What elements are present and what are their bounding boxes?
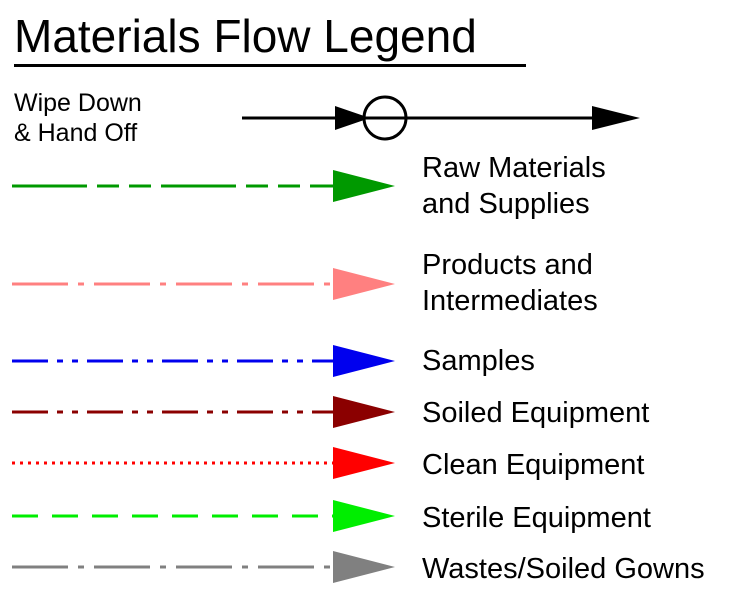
wipe-down-circle [362,95,408,141]
legend-label-line1: Products and [422,249,593,281]
legend-arrow-4 [333,447,395,479]
legend-title: Materials Flow Legend [14,10,477,62]
legend-label-wastes: Wastes/Soiled Gowns [422,553,705,585]
legend-label-line2: and Supplies [422,188,590,220]
legend-arrow-1 [333,268,395,300]
legend-label-samples: Samples [422,345,535,377]
legend-label-raw-materials: Raw Materials and Supplies [422,150,606,222]
legend-arrow-3 [333,396,395,428]
wipe-down-symbol [242,95,640,141]
legend-arrow-5 [333,500,395,532]
legend-label-line2: Intermediates [422,285,598,317]
wipe-down-arrow-2 [592,106,640,130]
wipe-down-arrow-1 [335,106,370,130]
legend-label-sterile-equipment: Sterile Equipment [422,502,651,534]
legend-label-products: Products and Intermediates [422,247,598,319]
legend-arrow-0 [333,170,395,202]
legend-arrow-6 [333,551,395,583]
wipe-down-label: Wipe Down & Hand Off [14,88,214,148]
wipe-down-label-line1: Wipe Down [14,89,142,117]
legend-label-line1: Raw Materials [422,152,606,184]
title-underline [14,64,526,67]
wipe-down-label-line2: & Hand Off [14,119,138,147]
legend-label-soiled-equipment: Soiled Equipment [422,397,650,429]
legend-label-clean-equipment: Clean Equipment [422,449,645,481]
legend-arrow-2 [333,345,395,377]
